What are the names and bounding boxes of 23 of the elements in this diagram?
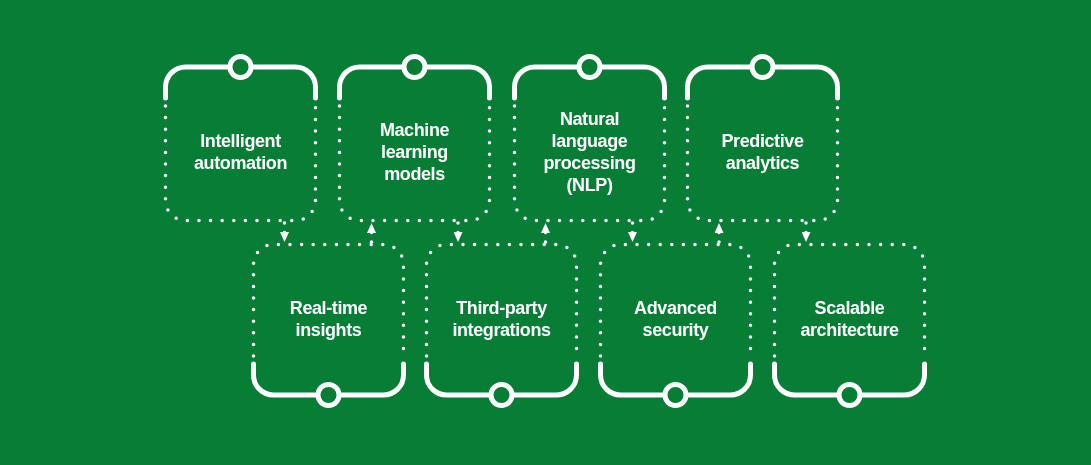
step-card (337, 53, 492, 223)
flow-arrow (453, 221, 463, 244)
step-label: Real-time insights (288, 296, 369, 341)
step-card (685, 53, 840, 223)
step-card (163, 53, 318, 223)
step-label: Machine learning models (378, 119, 451, 185)
flow-arrow (801, 221, 811, 244)
flow-arrow (714, 221, 724, 244)
step-card (424, 242, 579, 409)
step-card (251, 242, 406, 409)
step-card (598, 242, 753, 409)
step-label: Scalable architecture (799, 296, 900, 341)
step-label: Third-party integrations (451, 296, 552, 341)
step-label: Predictive analytics (720, 130, 805, 174)
step-label: Intelligent automation (193, 130, 288, 174)
step-card (772, 242, 927, 409)
flow-arrow (628, 221, 637, 244)
step-card (512, 53, 667, 223)
flow-arrow (280, 221, 289, 244)
step-label: Advanced security (633, 296, 718, 341)
step-label: Natural language processing (NLP) (542, 108, 637, 196)
flow-arrow (367, 221, 376, 244)
flow-arrow (541, 221, 550, 244)
